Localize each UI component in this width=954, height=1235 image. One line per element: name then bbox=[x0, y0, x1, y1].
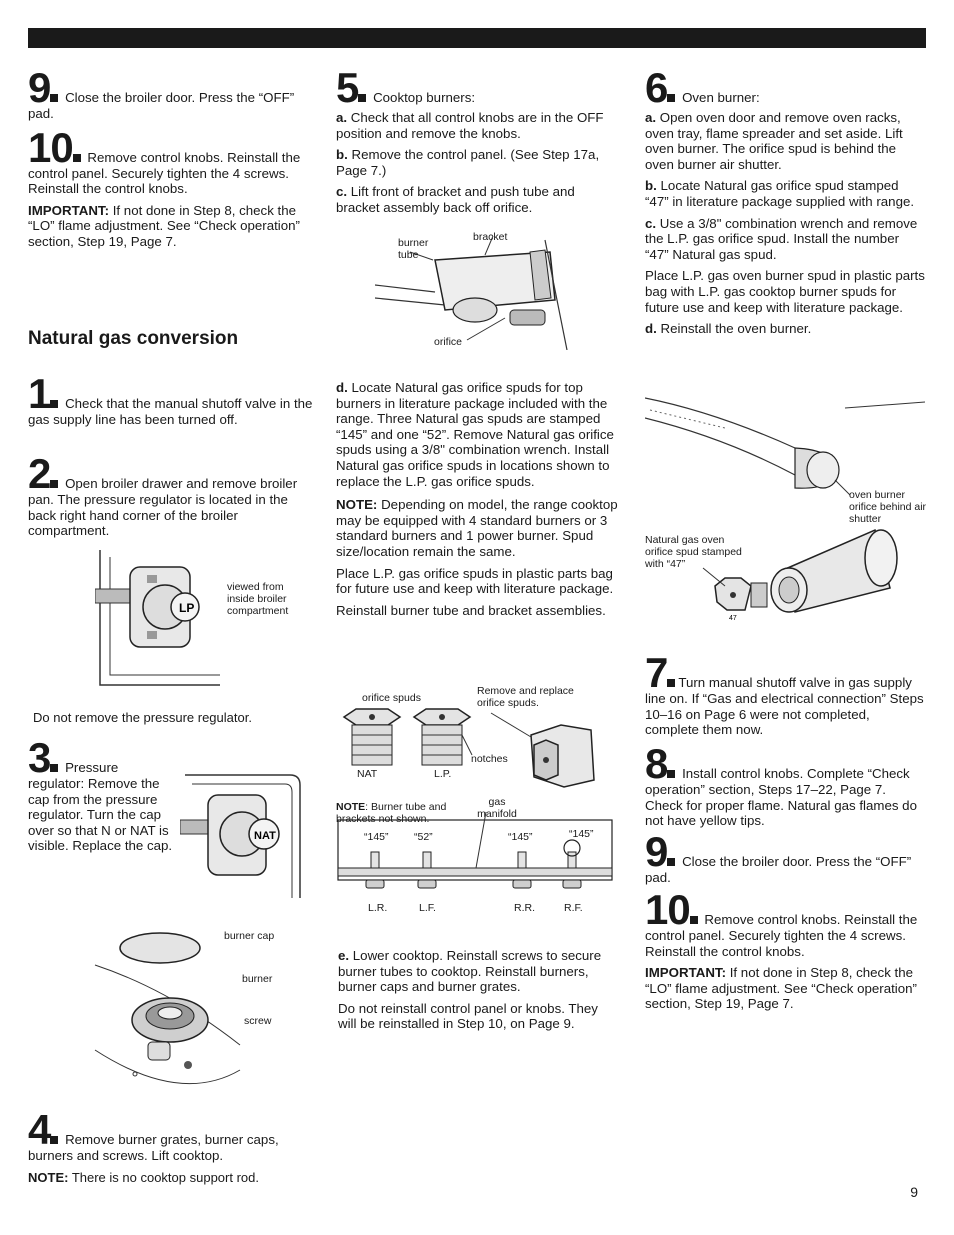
step-text: Remove burner grates, burner caps, burne… bbox=[28, 1132, 279, 1163]
paragraph: Place L.P. gas orifice spuds in plastic … bbox=[336, 565, 614, 597]
step-text: Turn manual shutoff valve in gas supply … bbox=[645, 675, 924, 738]
spud-size-lr: “145” bbox=[364, 831, 389, 843]
step-text: Remove control knobs. Reinstall the cont… bbox=[28, 149, 301, 197]
figure-label: NAT bbox=[357, 768, 378, 780]
step-number: 9 bbox=[645, 828, 668, 875]
step-number: 5 bbox=[336, 64, 359, 111]
bullet-icon bbox=[667, 94, 676, 102]
paragraph: Place L.P. gas oven burner spud in plast… bbox=[645, 268, 925, 315]
figure-label: screw bbox=[244, 1015, 272, 1027]
paragraph: Do not reinstall control panel or knobs.… bbox=[338, 1000, 598, 1032]
step-3: 3 Pressure regulator: Remove the cap fro… bbox=[28, 737, 173, 854]
bullet-icon bbox=[50, 764, 59, 772]
step-number: 3 bbox=[28, 734, 51, 781]
bullet-icon bbox=[50, 480, 59, 488]
nat-stamp: NAT bbox=[254, 830, 276, 842]
bullet-icon bbox=[358, 94, 367, 102]
step-text: Install control knobs. Complete “Check o… bbox=[645, 766, 917, 829]
left-column: 9 Close the broiler door. Press the “OFF… bbox=[28, 67, 313, 256]
step-text: Close the broiler door. Press the “OFF” … bbox=[645, 854, 912, 885]
step-text: Remove control knobs. Reinstall the cont… bbox=[645, 912, 918, 959]
paragraph: Reinstall burner tube and bracket assemb… bbox=[336, 602, 606, 618]
pressure-regulator-lp-illustration: LP bbox=[95, 550, 220, 686]
bullet-icon bbox=[667, 858, 676, 866]
figure-label: bracket bbox=[473, 231, 508, 243]
figure-label: NOTE: Burner tube and brackets not shown… bbox=[336, 801, 447, 825]
figure-label: orifice bbox=[434, 336, 463, 348]
step-number: 6 bbox=[645, 64, 668, 111]
important-note: IMPORTANT: If not done in Step 8, check … bbox=[645, 965, 917, 1012]
step-text: Pressure regulator: Remove the cap from … bbox=[28, 760, 173, 854]
figure-label: notches bbox=[471, 753, 508, 765]
step-number: 9 bbox=[28, 64, 51, 111]
step-number: 2 bbox=[28, 450, 51, 497]
step-4: 4 Remove burner grates, burner caps, bur… bbox=[28, 1109, 313, 1191]
step-6: 6 Oven burner: a. Open oven door and rem… bbox=[645, 64, 925, 337]
step-text: Oven burner: bbox=[682, 90, 760, 105]
step-5-continued: d. Locate Natural gas orifice spuds for … bbox=[336, 380, 618, 618]
bullet-icon bbox=[50, 94, 59, 102]
step-8: 8 Install control knobs. Complete “Check… bbox=[645, 743, 925, 829]
step-number: 10 bbox=[645, 886, 691, 933]
bullet-icon bbox=[667, 770, 676, 778]
spud-size-rr: “145” bbox=[508, 831, 533, 843]
bullet-icon bbox=[689, 916, 698, 924]
burner-position-rr: R.R. bbox=[514, 902, 535, 914]
section-heading: Natural gas conversion bbox=[28, 328, 239, 349]
step-text: Check that the manual shutoff valve in t… bbox=[28, 396, 313, 427]
bullet-icon bbox=[50, 400, 59, 408]
header-bar bbox=[28, 28, 926, 48]
burner-position-rf: R.F. bbox=[564, 902, 583, 914]
step-number: 7 bbox=[645, 649, 668, 696]
figure-label: oven burner orifice behind air shutter bbox=[849, 489, 927, 525]
spud-size-lf: “52” bbox=[414, 831, 433, 843]
bullet-icon bbox=[50, 1136, 59, 1144]
lp-stamp: LP bbox=[179, 601, 194, 615]
figure-label: burner tube bbox=[398, 237, 429, 261]
burner-position-lf: L.F. bbox=[419, 902, 436, 914]
spud-stamp-47: 47 bbox=[729, 615, 737, 622]
step-text: Open broiler drawer and remove broiler p… bbox=[28, 476, 298, 539]
burner-cap-illustration bbox=[94, 932, 241, 1085]
step-5-e: e. Lower cooktop. Reinstall screws to se… bbox=[338, 948, 619, 1038]
step-9-left: 9 Close the broiler door. Press the “OFF… bbox=[28, 67, 313, 122]
step-5: 5 Cooktop burners: a. Check that all con… bbox=[336, 64, 604, 215]
figure-label: viewed from inside broiler compartment bbox=[227, 581, 289, 617]
note: NOTE: There is no cooktop support rod. bbox=[28, 1169, 259, 1185]
figure-label: burner cap bbox=[224, 930, 275, 942]
step-number: 10 bbox=[28, 123, 74, 171]
figure-label: gas manifold bbox=[477, 796, 517, 820]
figure-caption: Do not remove the pressure regulator. bbox=[33, 710, 252, 725]
gas-manifold-illustration bbox=[337, 811, 613, 889]
figure-label: Remove and replace orifice spuds. bbox=[477, 685, 574, 709]
step-10-right: 10 Remove control knobs. Reinstall the c… bbox=[645, 889, 925, 1018]
bullet-icon bbox=[667, 679, 676, 687]
step-text: Cooktop burners: bbox=[373, 90, 476, 105]
pressure-regulator-nat-illustration: NAT bbox=[180, 774, 301, 898]
burner-tube-bracket-illustration bbox=[375, 235, 568, 350]
bullet-icon bbox=[72, 153, 81, 162]
step-number: 4 bbox=[28, 1106, 51, 1153]
spud-size-rf: “145” bbox=[569, 828, 594, 840]
step-number: 8 bbox=[645, 740, 668, 787]
figure-label: Natural gas oven orifice spud stamped wi… bbox=[645, 534, 742, 570]
step-number: 1 bbox=[28, 370, 51, 417]
figure-label: burner bbox=[242, 973, 273, 985]
step-2: 2 Open broiler drawer and remove broiler… bbox=[28, 453, 313, 539]
step-9-right: 9 Close the broiler door. Press the “OFF… bbox=[645, 831, 925, 886]
burner-position-lr: L.R. bbox=[368, 902, 388, 914]
orifice-spuds-illustration bbox=[342, 708, 595, 788]
important-note: IMPORTANT: If not done in Step 8, check … bbox=[28, 202, 300, 249]
step-1: 1 Check that the manual shutoff valve in… bbox=[28, 373, 313, 428]
figure-label: orifice spuds bbox=[362, 692, 421, 704]
oven-burner-illustration: 47 bbox=[645, 397, 925, 622]
step-10-left: 10 Remove control knobs. Reinstall the c… bbox=[28, 126, 313, 197]
figure-label: L.P. bbox=[434, 768, 452, 780]
page-number: 9 bbox=[910, 1184, 918, 1200]
step-text: Close the broiler door. Press the “OFF” … bbox=[28, 90, 295, 121]
